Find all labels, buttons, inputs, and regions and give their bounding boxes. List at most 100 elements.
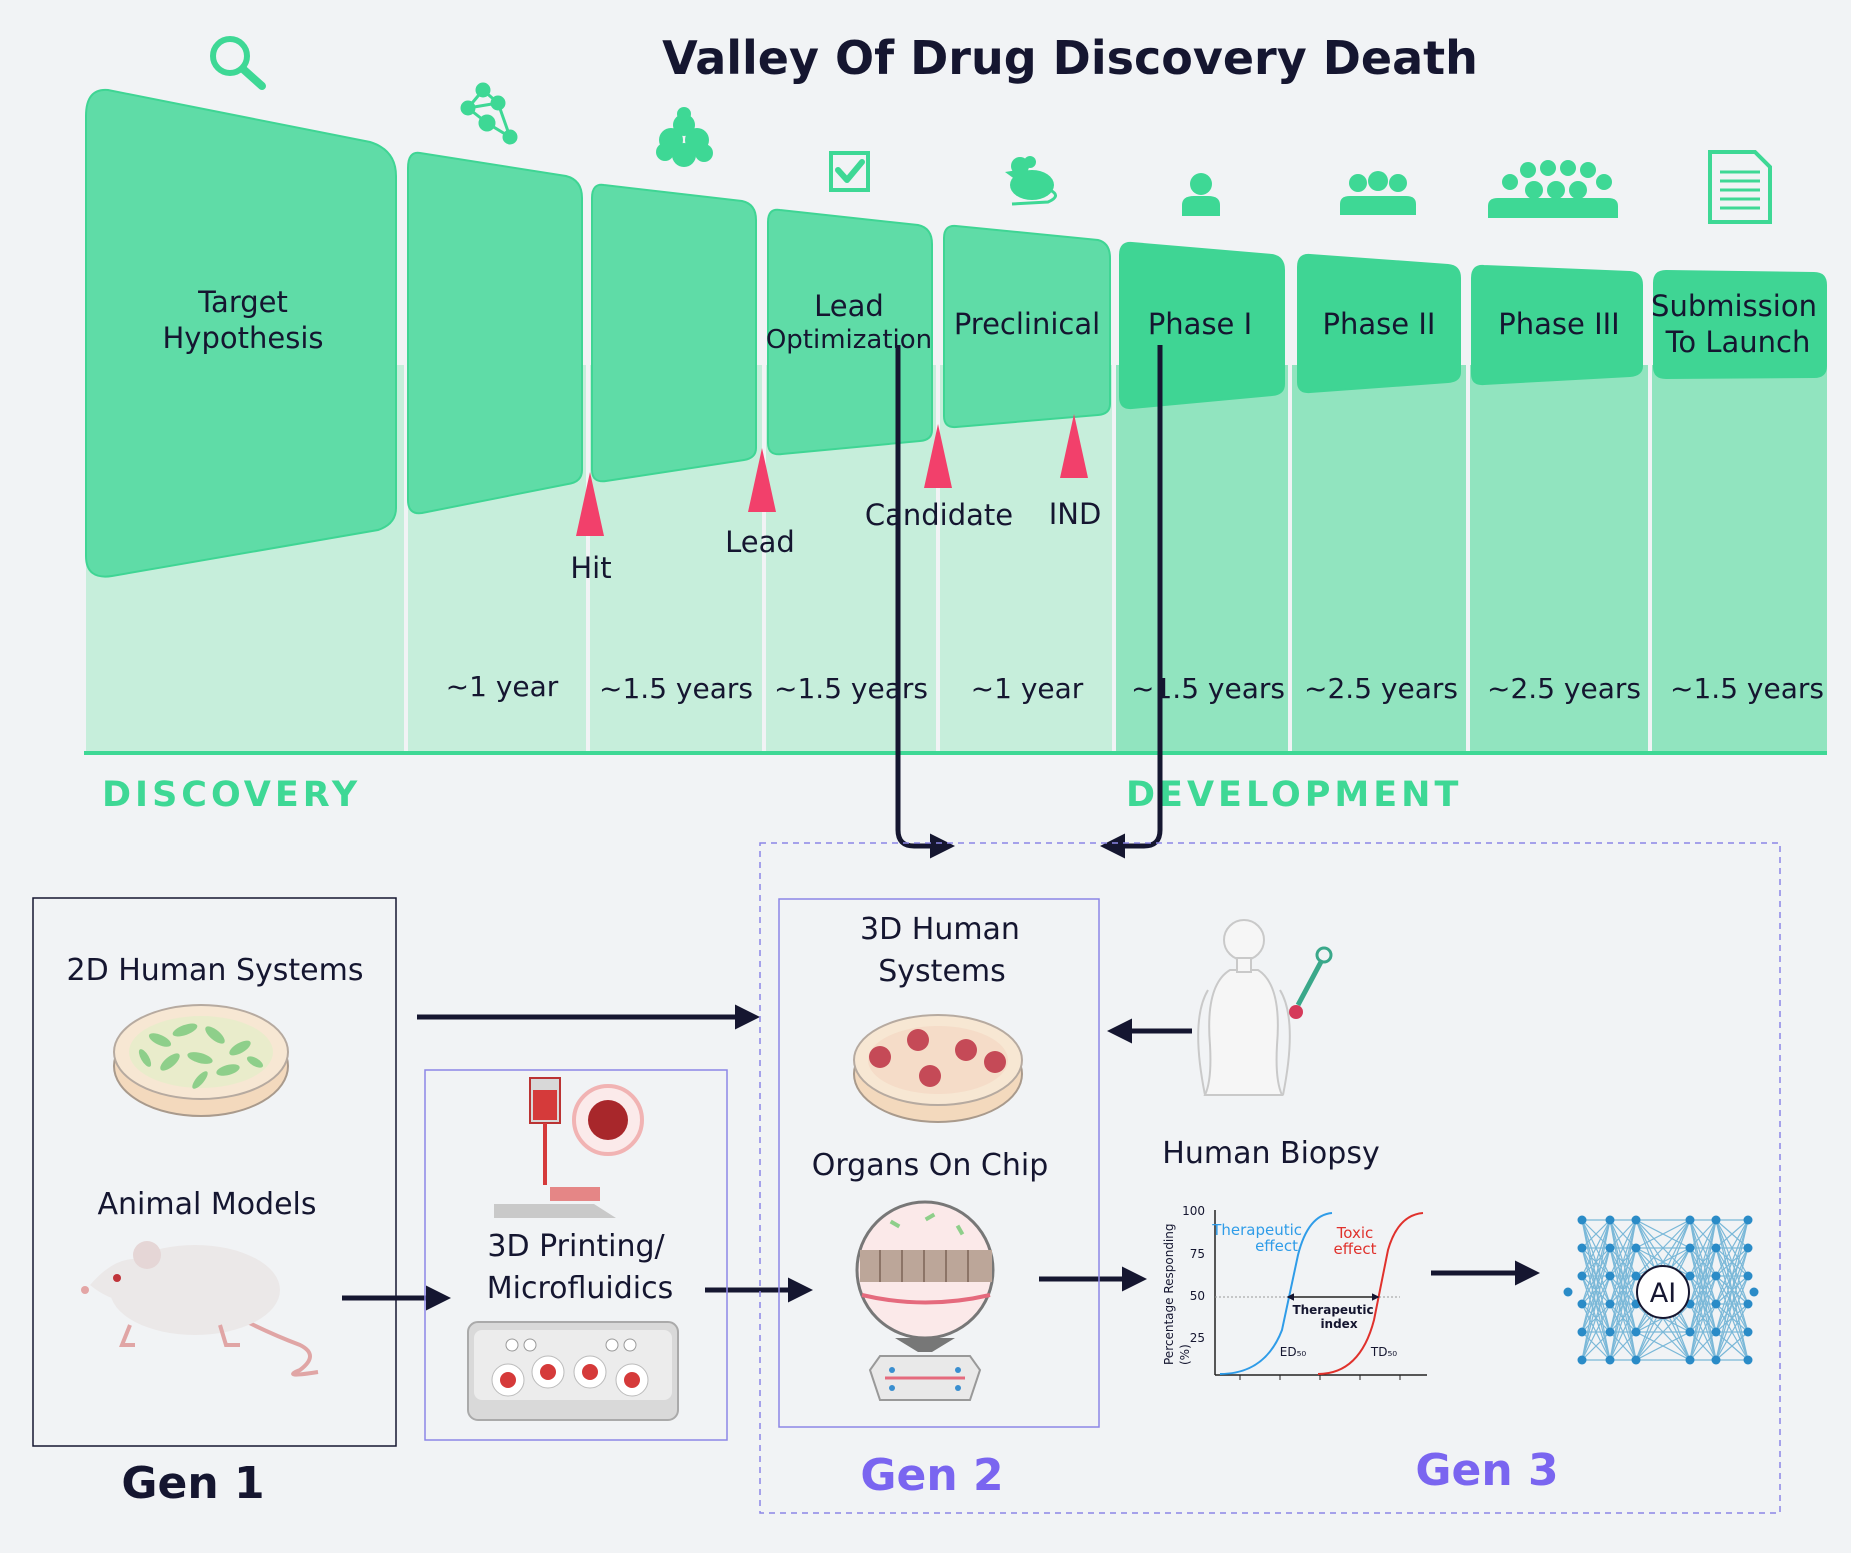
stage-label-phase-3: Phase III: [1498, 307, 1619, 341]
neural-network-icon: AI: [1563, 1215, 1759, 1365]
milestone-marker-candidate: [924, 424, 952, 488]
label-human-biopsy: Human Biopsy: [1162, 1136, 1379, 1171]
ed50-label: ED₅₀: [1280, 1345, 1307, 1359]
biopsy-needle-icon: [1289, 946, 1333, 1019]
network-edge: [1715, 1219, 1749, 1277]
phase-label-discovery: DISCOVERY: [102, 775, 361, 815]
diagram-title: Valley Of Drug Discovery Death: [662, 31, 1478, 85]
ytick-75: 75: [1190, 1247, 1205, 1261]
network-node: [1685, 1327, 1695, 1337]
stage-label-leadopt-2: Optimization: [766, 325, 932, 355]
network-edge: [1609, 1219, 1637, 1305]
network-node: [1711, 1327, 1721, 1337]
network-edge: [1609, 1275, 1637, 1361]
petri-dish-3d-icon: [853, 1014, 1023, 1123]
td50-label: TD₅₀: [1370, 1345, 1397, 1359]
document-icon: [1708, 150, 1772, 224]
dose-response-chart: 100 75 50 25 Percentage Responding (%) T…: [1162, 1204, 1427, 1380]
petri-dish-2d-icon: [113, 1004, 289, 1117]
network-node: [1577, 1215, 1587, 1225]
durations: ~1 year ~1.5 years ~1.5 years ~1 year ~1…: [446, 670, 1824, 705]
stage-panel-target: [85, 88, 397, 578]
stage-panel-hit: [407, 151, 583, 515]
duration-submission: ~1.5 years: [1670, 672, 1824, 705]
stage-label-target-1: Target: [197, 285, 288, 319]
stage-panel-lead-optimization: [767, 208, 933, 456]
network-node: [1577, 1327, 1587, 1337]
milestones: Hit Lead Candidate IND: [570, 414, 1101, 585]
network-node: [1605, 1243, 1615, 1253]
network-edge: [1609, 1247, 1637, 1361]
ytick-50: 50: [1190, 1289, 1205, 1303]
network-edge: [1689, 1275, 1717, 1361]
large-group-icon: [1488, 160, 1618, 218]
network-node: [1711, 1355, 1721, 1365]
network-edge: [1581, 1219, 1611, 1361]
stage-panel-preclinical: [943, 224, 1111, 429]
network-node: [1743, 1243, 1753, 1253]
network-edge: [1689, 1219, 1717, 1333]
human3d-frame: [778, 898, 1100, 1428]
network-edge: [1635, 1303, 1691, 1361]
network-node: [1631, 1355, 1641, 1365]
organ-chip-icon: [855, 1200, 995, 1401]
network-node: [1605, 1271, 1615, 1281]
network-edge: [1689, 1219, 1717, 1305]
network-edge: [1715, 1247, 1749, 1361]
network-edge: [1715, 1219, 1749, 1333]
stage-label-leadopt-1: Lead: [814, 289, 884, 323]
gen1-frame: [32, 897, 397, 1447]
network-node: [1743, 1355, 1753, 1365]
network-node: [1743, 1271, 1753, 1281]
rat-icon: [81, 1241, 319, 1377]
stage-panel-submission: [1653, 269, 1827, 380]
network-node: [1749, 1287, 1759, 1297]
network-node: [1631, 1327, 1641, 1337]
network-node: [1605, 1355, 1615, 1365]
network-node: [1605, 1327, 1615, 1337]
milestone-label-hit: Hit: [570, 551, 611, 585]
network-node: [1631, 1271, 1641, 1281]
network-edge: [1635, 1219, 1691, 1249]
single-person-icon: [1182, 173, 1220, 216]
ytick-25: 25: [1190, 1331, 1205, 1345]
index-label-2: index: [1320, 1317, 1357, 1331]
network-node: [1631, 1215, 1641, 1225]
therapeutic-curve: [1219, 1212, 1333, 1375]
arrow-phase1-to-gen2: [1100, 345, 1163, 859]
network-edge: [1635, 1331, 1691, 1361]
stage-label-phase-1: Phase I: [1148, 307, 1252, 341]
small-group-icon: [1340, 171, 1416, 215]
network-edge: [1581, 1247, 1611, 1361]
network-node: [1577, 1355, 1587, 1365]
gen2-label: Gen 2: [860, 1450, 1003, 1501]
label-2d-human-systems: 2D Human Systems: [67, 953, 364, 988]
network-edge: [1689, 1219, 1717, 1249]
network-node: [1685, 1271, 1695, 1281]
network-edge: [1581, 1219, 1611, 1333]
network-node: [1743, 1299, 1753, 1309]
duration-hit: ~1 year: [446, 670, 559, 703]
network-node: [1685, 1355, 1695, 1365]
network-node: [1743, 1215, 1753, 1225]
label-animal-models: Animal Models: [97, 1187, 316, 1222]
stage-label-phase-2: Phase II: [1323, 307, 1436, 341]
network-node: [1605, 1299, 1615, 1309]
stage-panel-lead: [591, 183, 757, 483]
network-edge: [1609, 1219, 1637, 1333]
stage-panel-phase-2: [1297, 253, 1461, 394]
duration-preclinical: ~1 year: [971, 672, 1084, 705]
stage-label-preclinical: Preclinical: [954, 307, 1100, 341]
network-node: [1711, 1243, 1721, 1253]
label-printing-1: 3D Printing/: [487, 1229, 665, 1264]
toxic-curve: [1317, 1212, 1424, 1375]
network-edge: [1689, 1303, 1717, 1361]
network-edge: [1689, 1331, 1717, 1361]
gen1-label: Gen 1: [121, 1458, 264, 1509]
network-edge: [1609, 1219, 1637, 1277]
network-edge: [1581, 1219, 1611, 1249]
microfluidic-chip-icon: [467, 1321, 679, 1421]
label-3d-human-2: Systems: [878, 954, 1006, 989]
network-edge: [1581, 1219, 1611, 1305]
